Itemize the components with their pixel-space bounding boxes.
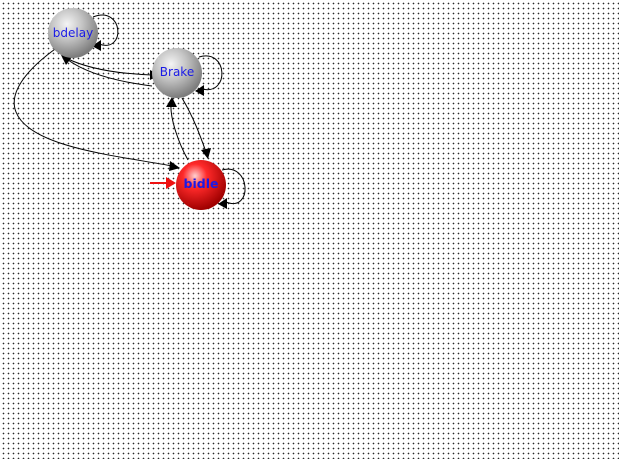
state-bdelay[interactable]: bdelay — [48, 8, 98, 58]
arrowhead-bidle-to-brake — [166, 97, 177, 107]
transition-bidle-to-brake[interactable] — [170, 103, 189, 161]
initial-arrow-icon — [166, 177, 176, 189]
state-brake-label: Brake — [160, 65, 194, 79]
arrowhead-bdelay-self — [92, 40, 101, 51]
state-bidle[interactable]: bidle — [176, 160, 226, 210]
state-bidle-circle[interactable] — [176, 160, 226, 210]
arrowhead-brake-self — [195, 85, 204, 96]
arrowhead-bidle-self — [218, 198, 227, 209]
transition-brake-self[interactable] — [198, 55, 223, 91]
state-bdelay-circle[interactable] — [48, 8, 98, 58]
transition-bidle-self[interactable] — [221, 168, 246, 205]
transition-bdelay-to-brake[interactable] — [65, 57, 153, 76]
state-brake[interactable]: Brake — [152, 48, 202, 98]
transition-brake-to-bidle[interactable] — [181, 97, 207, 153]
initial-state-marker — [150, 177, 176, 189]
transition-brake-to-bdelay[interactable] — [67, 59, 153, 87]
arrowhead-bdelay-to-bidle — [169, 161, 180, 171]
arrowhead-brake-to-bidle — [201, 148, 211, 159]
transition-bdelay-to-bidle[interactable] — [13, 46, 173, 167]
transition-bdelay-self[interactable] — [92, 14, 119, 46]
state-bidle-label: bidle — [184, 176, 219, 191]
state-brake-circle[interactable] — [152, 48, 202, 98]
transitions-layer — [13, 14, 246, 209]
state-bdelay-label: bdelay — [53, 26, 93, 40]
states-layer: bdelay Brake bidle — [48, 8, 226, 210]
